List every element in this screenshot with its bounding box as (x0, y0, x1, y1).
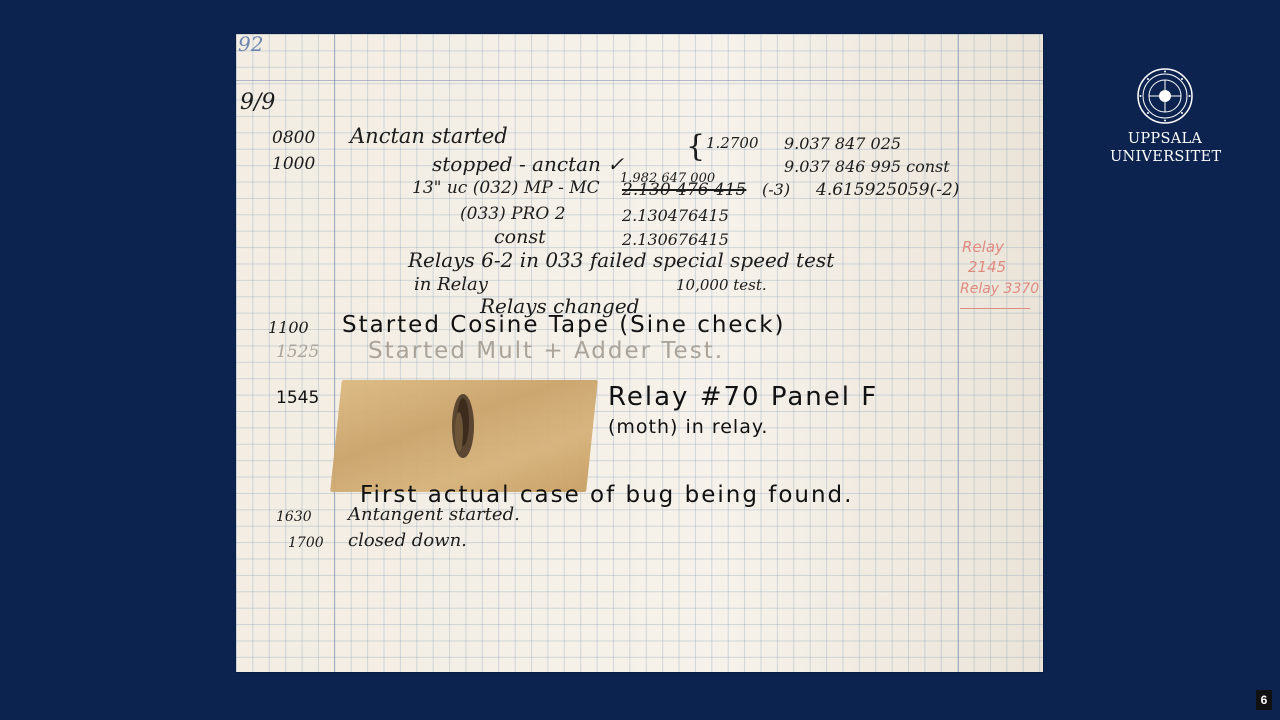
margin-line-right (958, 34, 959, 672)
margin-line-left (334, 34, 335, 672)
number-value: 2.130 476 415 (622, 180, 747, 200)
entry-time: 1100 (268, 318, 309, 337)
logbook-page-photo: 92 9/9 0800 Anctan started { 1.2700 9.03… (236, 34, 1043, 672)
entry-time: 1525 (276, 342, 320, 362)
number-value: 10,000 test. (676, 276, 767, 294)
entry-text: Relays changed (480, 294, 640, 318)
number-value: 4.615925059(-2) (816, 180, 960, 200)
entry-time: 1000 (272, 154, 316, 174)
logo-text-line1: UPPSALA (1127, 131, 1203, 147)
entry-text: const (494, 226, 546, 248)
moth-image (452, 394, 474, 458)
brace-mark: { (686, 129, 706, 164)
logbook-page-number: 92 (238, 34, 264, 56)
entry-text: closed down. (348, 530, 467, 551)
entry-time: 0800 (272, 128, 316, 148)
first-bug-caption: First actual case of bug being found. (360, 482, 854, 508)
margin-note: Relay (962, 238, 1004, 256)
number-value: 2.130476415 (622, 206, 729, 225)
entry-text: stopped - anctan ✓ (432, 152, 625, 176)
uppsala-university-logo: UPPSALA UNIVERSITET (1110, 68, 1222, 166)
entry-text: (moth) in relay. (608, 416, 769, 438)
entry-time: 1700 (288, 535, 324, 551)
entry-text: 13" uc (032) MP - MC (412, 178, 600, 198)
university-seal-icon (1137, 68, 1193, 124)
entry-text: (033) PRO 2 (460, 204, 566, 224)
slide-number: 6 (1256, 690, 1272, 710)
number-value: 1.982 647 000 (620, 171, 716, 186)
margin-note: Relay 3370 (960, 281, 1040, 297)
logo-text-line2: UNIVERSITET (1110, 149, 1222, 165)
entry-time: 1545 (276, 388, 320, 408)
entry-text: Relay #70 Panel F (608, 382, 879, 412)
entry-text: Relays 6-2 in 033 failed special speed t… (408, 248, 835, 272)
logbook-date: 9/9 (240, 90, 276, 115)
number-value: 9.037 847 025 (784, 134, 902, 153)
number-value: 2.130676415 (622, 230, 729, 249)
entry-time: 1630 (276, 509, 312, 525)
entry-text: Antangent started. (348, 504, 520, 525)
entry-text: Started Mult + Adder Test. (368, 338, 725, 364)
margin-underline (960, 308, 1030, 309)
number-value: 9.037 846 995 const (784, 157, 950, 176)
entry-text: in Relay (414, 274, 488, 295)
entry-text: Started Cosine Tape (Sine check) (342, 312, 786, 338)
header-line (236, 80, 1043, 81)
entry-text: Anctan started (350, 124, 508, 148)
margin-note: 2145 (968, 258, 1007, 276)
number-value: (-3) (762, 180, 791, 199)
number-value: 1.2700 (706, 134, 759, 152)
